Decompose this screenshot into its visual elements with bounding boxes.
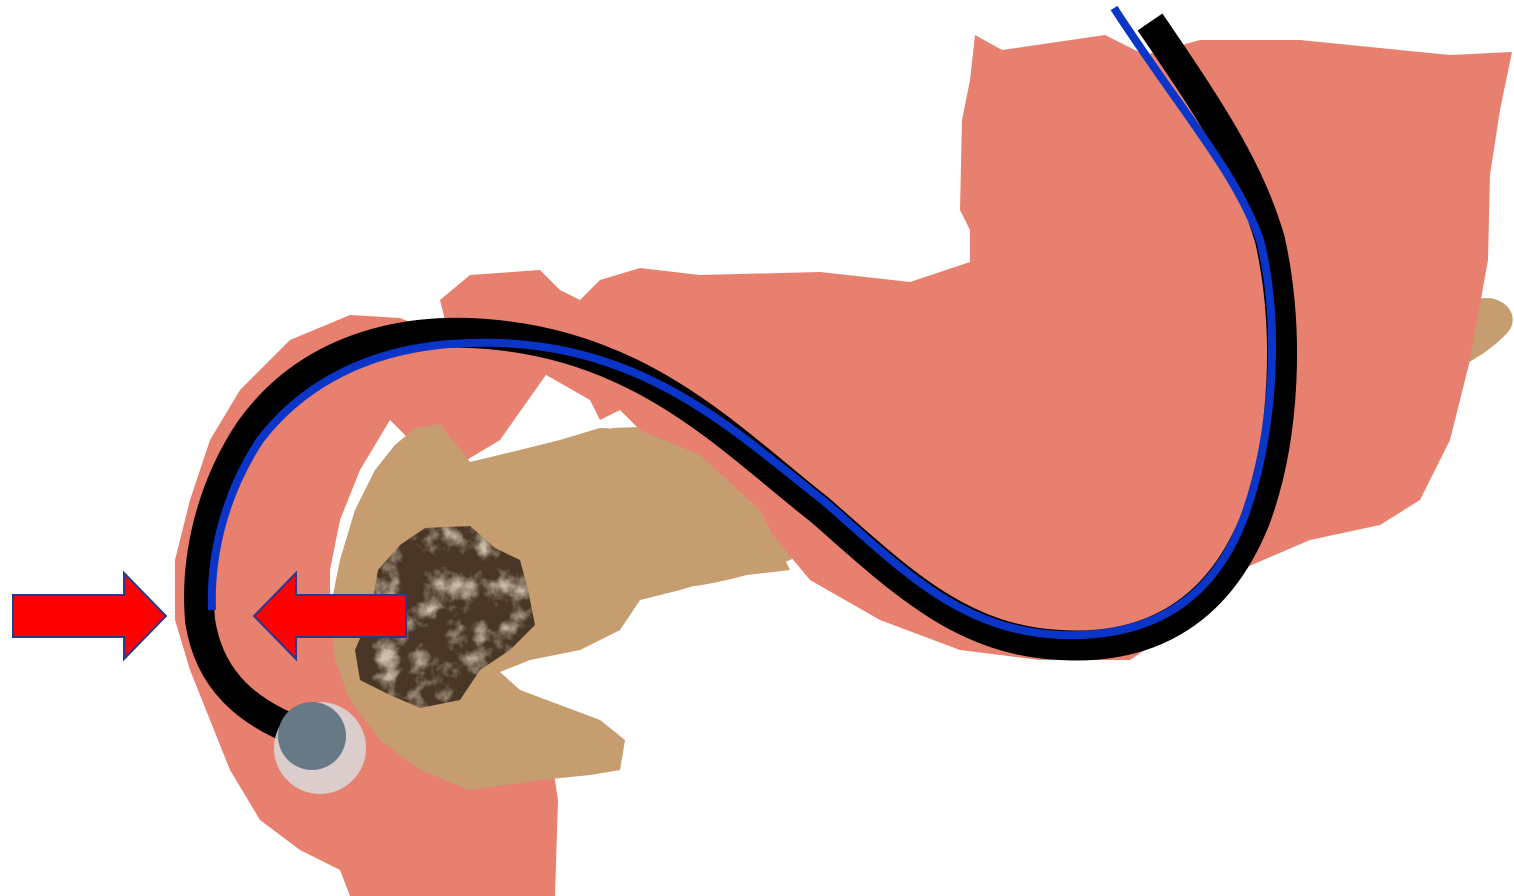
scope-tip-icon bbox=[274, 702, 366, 794]
arrow-right-icon bbox=[13, 573, 166, 659]
